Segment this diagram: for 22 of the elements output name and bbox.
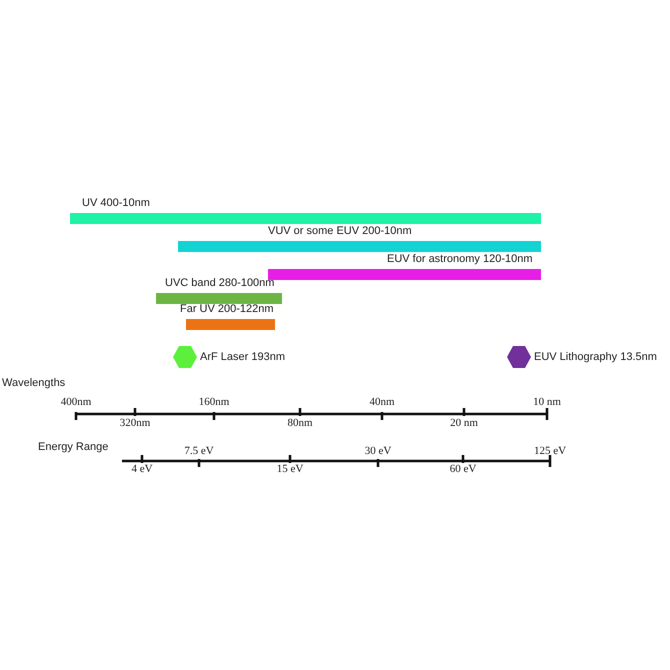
tick-label: 4 eV	[131, 464, 153, 475]
tick-label: 15 eV	[276, 464, 304, 475]
axis-title: Energy Range	[38, 442, 108, 453]
tick-label: 10 nm	[533, 397, 561, 408]
range-label: EUV for astronomy 120-10nm	[387, 252, 533, 266]
tick-label: 160nm	[198, 397, 230, 408]
range-label: VUV or some EUV 200-10nm	[268, 224, 412, 238]
tick-label: 20 nm	[450, 418, 478, 429]
tick-label: 320nm	[120, 418, 150, 429]
range-label: UV 400-10nm	[82, 196, 150, 210]
tick-label: 7.5 eV	[184, 446, 214, 457]
range-label: UVC band 280-100nm	[165, 276, 274, 290]
tick-label: 125 eV	[534, 446, 566, 457]
range-label: ArF Laser 193nm	[200, 350, 285, 364]
range-label: Far UV 200-122nm	[180, 302, 274, 316]
tick-label: 30 eV	[364, 446, 392, 457]
tick-label: 80nm	[287, 418, 313, 429]
range-label: EUV Lithography 13.5nm	[534, 350, 657, 364]
axis-title: Wavelengths	[2, 378, 66, 389]
tick-label: 400nm	[60, 397, 92, 408]
tick-label: 40nm	[369, 397, 395, 408]
tick-label: 60 eV	[450, 464, 476, 475]
